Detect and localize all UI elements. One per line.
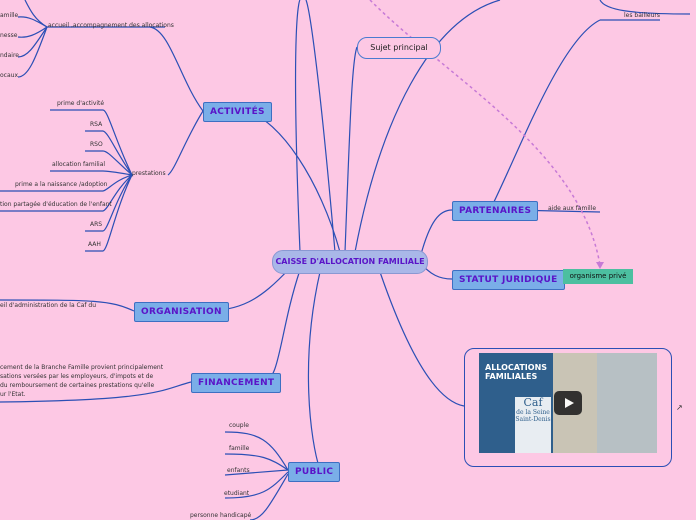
node-top-4[interactable]: ocaux	[0, 72, 18, 80]
node-organisme-prive[interactable]: organisme privé	[563, 269, 633, 284]
subject-node[interactable]: Sujet principal	[357, 37, 441, 59]
node-financement-line-4: ur l'Etat.	[0, 391, 26, 399]
node-public-famille[interactable]: famille	[229, 445, 249, 453]
node-public-couple[interactable]: couple	[229, 422, 249, 430]
branch-activites[interactable]: activités	[203, 102, 272, 122]
node-financement-line-2: sations versées par les employeurs, d'im…	[0, 373, 153, 381]
play-icon[interactable]	[554, 391, 582, 415]
central-topic[interactable]: caisse d'allocation familiale	[272, 250, 428, 274]
street-scene	[597, 353, 657, 453]
sign-line-1: ALLOCATIONS	[485, 363, 547, 372]
caf-logo-text: Caf	[523, 396, 542, 409]
node-prestations[interactable]: prestations	[132, 170, 166, 178]
node-prestation-6[interactable]: tion partagée d'éducation de l'enfant	[0, 201, 112, 209]
caf-logo-subtext: de la Seine Saint-Denis	[515, 409, 551, 423]
node-prestation-3[interactable]: RSO	[90, 141, 103, 149]
node-public-enfants[interactable]: enfants	[227, 467, 250, 475]
node-public-handicape[interactable]: personne handicapé	[190, 512, 251, 520]
dotted-arrowhead	[596, 262, 604, 269]
node-financement-line-3: du remboursement de certaines prestation…	[0, 382, 154, 390]
branch-statut[interactable]: statut juridique	[452, 270, 565, 290]
node-prestation-7[interactable]: ARS	[90, 221, 102, 229]
link-activites	[246, 111, 340, 252]
node-top-1[interactable]: amille	[0, 12, 18, 20]
branch-financement[interactable]: financement	[191, 373, 281, 393]
node-prestation-8[interactable]: AAH	[88, 241, 101, 249]
link-top	[296, 0, 300, 252]
node-prestation-2[interactable]: RSA	[90, 121, 102, 129]
node-bailleurs[interactable]: les bailleurs	[624, 12, 660, 20]
node-top-3[interactable]: ndaire	[0, 52, 19, 60]
branch-public[interactable]: public	[288, 462, 340, 482]
link-video	[380, 272, 464, 406]
node-financement-line-1: cement de la Branche Famille provient pr…	[0, 364, 163, 372]
link-public	[308, 272, 320, 470]
node-organisation-text[interactable]: eil d'administration de la Caf du	[0, 302, 96, 310]
node-accueil[interactable]: accueil ,accompagnement des allocations	[48, 22, 174, 30]
link-partenaires	[420, 210, 452, 258]
node-public-etudiant[interactable]: etudiant	[224, 490, 249, 498]
link-subject	[345, 47, 357, 252]
node-prestation-4[interactable]: allocation familial	[52, 161, 105, 169]
sign-line-2: FAMILIALES	[485, 372, 537, 381]
node-prestation-1[interactable]: prime d'activité	[57, 100, 104, 108]
branch-organisation[interactable]: organisation	[134, 302, 229, 322]
node-aide-famille[interactable]: aide aux famille	[548, 205, 596, 213]
node-prestation-5[interactable]: prime a la naissance /adoption	[15, 181, 107, 189]
branch-partenaires[interactable]: partenaires	[452, 201, 538, 221]
link-financement	[264, 270, 300, 382]
node-top-2[interactable]: nesse	[0, 32, 17, 40]
external-link-icon[interactable]: ↗	[676, 403, 683, 412]
